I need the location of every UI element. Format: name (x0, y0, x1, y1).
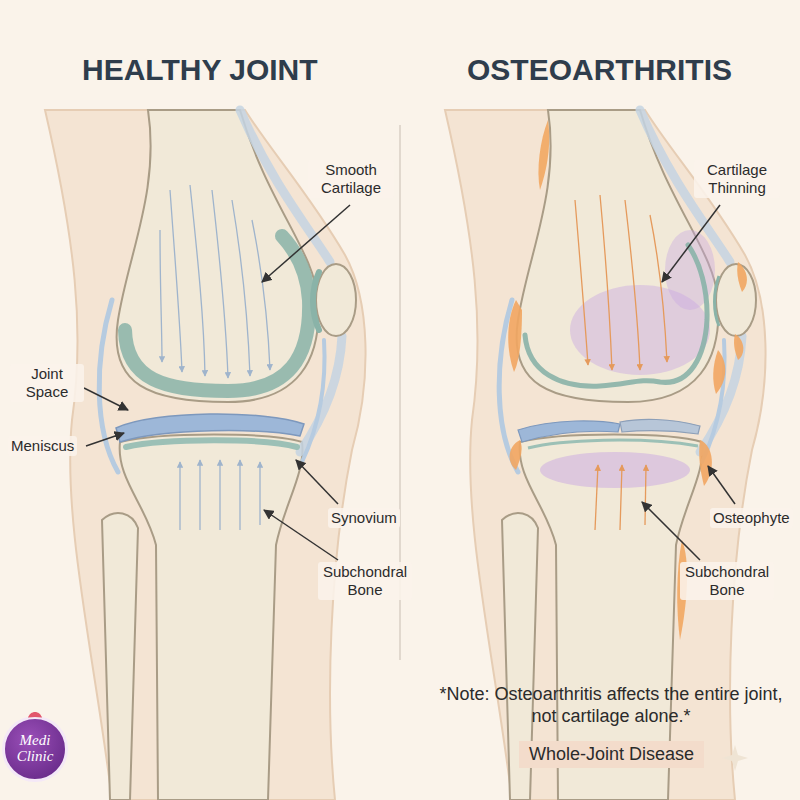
part-label: Joint Space (10, 364, 84, 402)
logo-badge: Medi Clinic (3, 717, 67, 781)
note-text: *Note: Osteoarthritis affects the entire… (430, 684, 792, 727)
part-label: Synovium (328, 508, 400, 528)
panel-heading: HEALTHY JOINT (82, 52, 318, 88)
part-label: Subchondral Bone (680, 562, 774, 600)
healthy-knee (45, 110, 366, 800)
healthy-details (116, 185, 319, 530)
panel-heading: OSTEOARTHRITIS (467, 52, 732, 88)
part-label: Smooth Cartilage (308, 160, 394, 198)
part-label: Subchondral Bone (318, 562, 412, 600)
sparkle (722, 745, 748, 771)
logo-mark (2, 712, 68, 782)
highlight-tag: Whole-Joint Disease (519, 741, 704, 768)
leader-lines (84, 205, 735, 560)
part-label: Meniscus (8, 436, 77, 456)
tag-text: Whole-Joint Disease (529, 744, 694, 765)
part-label: Cartilage Thinning (694, 160, 780, 198)
part-label: Osteophyte (710, 508, 793, 528)
logo-text: Medi Clinic (11, 733, 59, 765)
